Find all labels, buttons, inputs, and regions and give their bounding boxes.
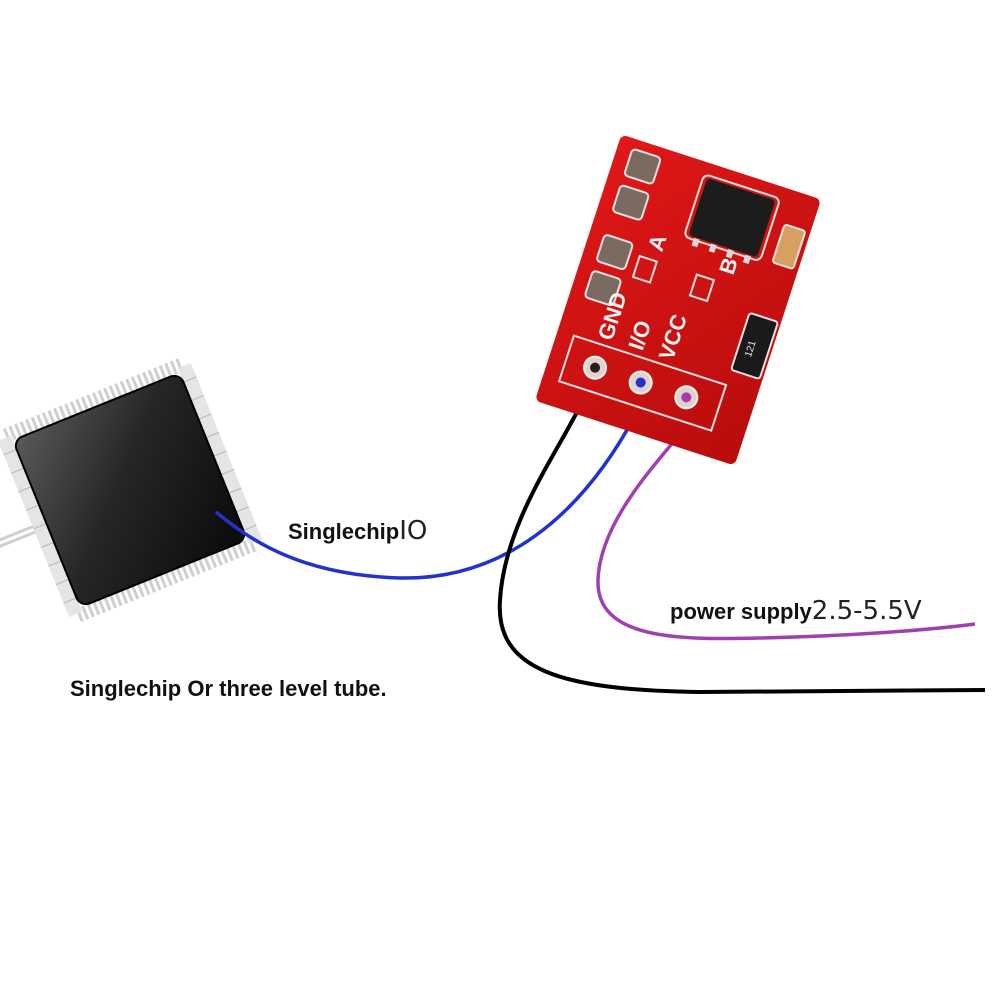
io-label-text: Singlechip (288, 519, 400, 544)
ground-wire (497, 397, 986, 695)
resistor-marking: 121 (743, 339, 759, 359)
microcontroller-chip (0, 357, 263, 623)
header-outline (557, 334, 728, 432)
led (772, 224, 806, 270)
io-label: SinglechipIO (288, 516, 427, 546)
io-label-suffix: IO (399, 516, 428, 546)
header-pins (583, 355, 699, 410)
board-pcb (536, 135, 820, 465)
touch-sensor-board: 121 A B GND I/O VCC (536, 135, 820, 465)
io-wire (214, 411, 639, 580)
smd-pads (584, 148, 662, 307)
power-label-voltage: 2.5-5.5V (811, 596, 922, 626)
silk-a: A (643, 231, 672, 254)
chip-body (15, 375, 245, 605)
mcu-caption: Singlechip Or three level tube. (70, 676, 387, 701)
power-label-text: power supply (670, 599, 812, 624)
jumper-pads (631, 254, 716, 303)
sensor-ic (689, 179, 775, 257)
resistor (730, 312, 779, 380)
power-wire (596, 428, 976, 641)
silk-b: B (714, 255, 743, 278)
power-label: power supply2.5-5.5V (670, 596, 922, 626)
